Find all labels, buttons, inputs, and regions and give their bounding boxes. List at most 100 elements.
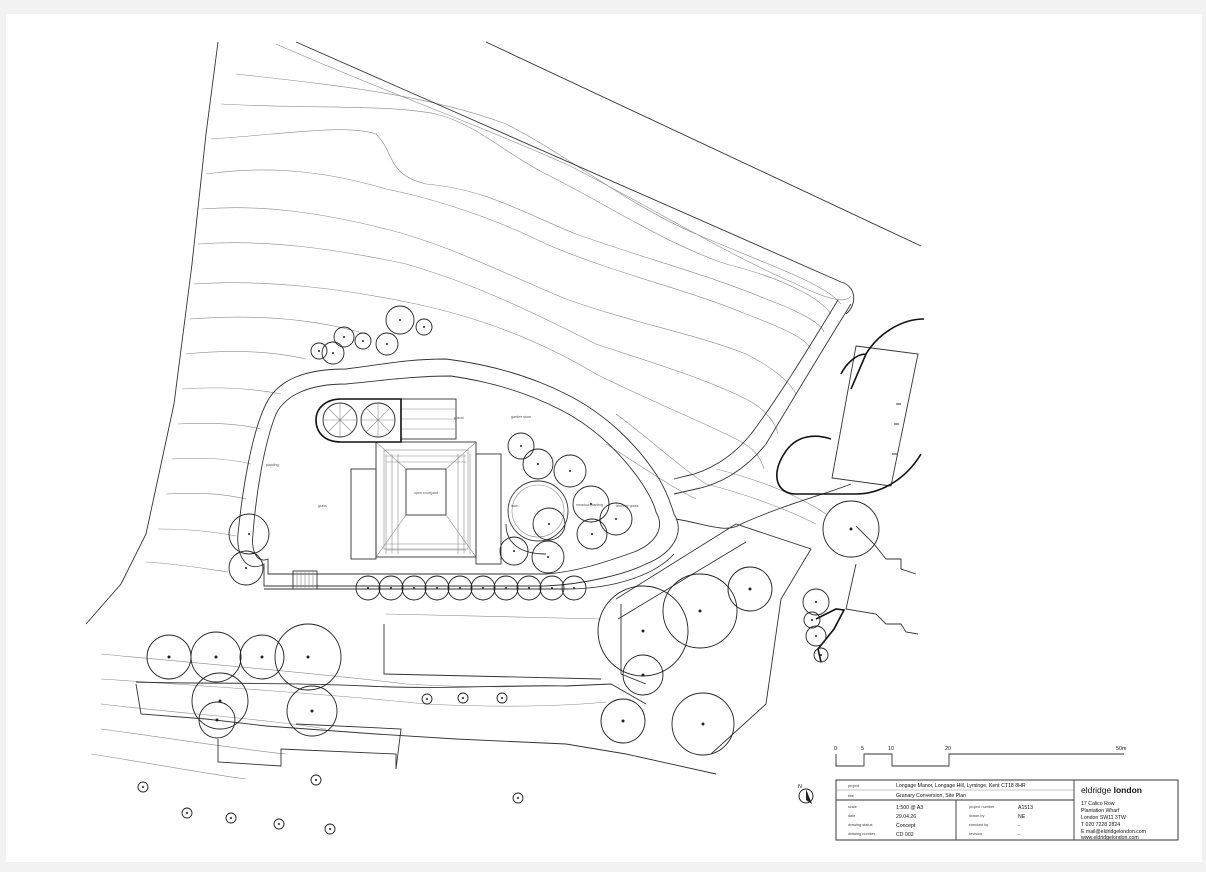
tree [597,585,689,677]
tb-scale: 1:500 @ A3 [896,805,923,811]
scale-tick-10: 10 [888,746,894,752]
tree [181,807,193,819]
tb-revision: - [1018,832,1020,838]
tree [375,332,399,356]
tree [415,318,433,336]
tree [378,575,404,601]
tree [802,588,830,616]
garden-boundary-inner [252,375,661,575]
contour-lines [90,43,852,780]
tree [385,305,415,335]
tb-project-no: A1513 [1018,805,1033,811]
tree [512,792,524,804]
label-amenity: amenity grass [616,504,639,508]
tree [274,623,342,691]
tree [146,634,192,680]
north-arrow: N [798,784,814,804]
tree [496,692,508,704]
tree [572,485,610,523]
tree [355,575,381,601]
tree [493,575,519,601]
tree [470,575,496,601]
tree [805,625,827,647]
tree [622,654,664,696]
tree [228,513,270,555]
firm-web: www.eldridgelondon.com [1081,835,1139,841]
tree [447,575,473,601]
driveway [673,299,852,529]
garden-path [264,553,675,590]
tree [822,500,880,558]
label-grass: grass [318,504,327,508]
tb-date-key: date [848,814,855,818]
tree [813,647,829,663]
tb-revision-key: revision [969,832,982,836]
tree [539,575,565,601]
tree [499,536,529,566]
tb-status: Concept [896,823,916,829]
firm-address-3: London SW11 3TW [1081,815,1126,821]
adjacent-building [776,318,925,495]
tree [507,432,535,460]
tree [553,454,587,488]
tree [137,781,149,793]
tree [671,692,735,756]
firm-email: E mail@eldridgelondon.com [1081,829,1146,835]
tb-number: CD 002 [896,832,914,838]
tree [457,692,469,704]
tree [225,812,237,824]
tb-project-no-key: project number [969,805,995,809]
pool-feature [315,398,402,443]
firm-logo: eldridge london [1081,785,1142,795]
scale-tick-50: 50m [1116,746,1127,752]
tb-project-key: project [848,784,860,788]
label-meadow: meadow planting [576,503,603,507]
scale-tick-5: 5 [861,746,864,752]
tb-title: Granary Conversion, Site Plan [896,793,966,799]
tb-number-key: drawing number [848,832,876,836]
tb-project: Longage Manor, Longage Hill, Lyminge, Ke… [896,783,1026,789]
tree [522,448,554,480]
tree [310,774,322,786]
label-gravel: gravel [454,416,464,420]
label-planting-left: planting [266,463,279,467]
north-label: N [798,784,802,790]
tree [310,342,328,360]
firm-address-2: Plantation Wharf [1081,808,1120,814]
tree [424,575,450,601]
site-plan-drawing: open courtyard grass planting gravel gar… [85,41,1179,841]
tree [321,341,345,365]
tree [286,685,338,737]
scale-tick-0: 0 [834,746,837,752]
tb-date: 29.04.26 [896,814,916,820]
title-block: project Longage Manor, Longage Hill, Lym… [835,779,1179,841]
tree [600,698,646,744]
label-garden-store: garden store [511,415,531,419]
tree [662,573,738,649]
lower-outbuildings [135,523,919,775]
drawing-sheet: open courtyard grass planting gravel gar… [6,14,1202,862]
tb-title-key: title [848,794,854,798]
tree [239,634,285,680]
tree [803,611,821,629]
tree [324,823,336,835]
road [295,41,922,315]
tree [532,507,566,541]
tree [333,326,355,348]
firm-tel: T 020 7228 2824 [1081,822,1120,828]
tree [354,332,372,350]
scale-tick-20: 20 [945,746,951,752]
trees [137,305,880,835]
tree [727,566,773,612]
firm-name-bold: london [1114,785,1142,795]
courtyard-label: open courtyard [414,491,438,495]
firm-name-regular: eldridge [1081,785,1112,795]
tree [273,818,285,830]
tree [531,540,565,574]
tree [599,502,633,536]
label-lawn: lawn [511,504,518,508]
tb-status-key: drawing status [848,823,873,827]
tree [576,518,608,550]
circular-lawn [505,480,569,555]
tb-checked-key: checked by [969,823,988,827]
